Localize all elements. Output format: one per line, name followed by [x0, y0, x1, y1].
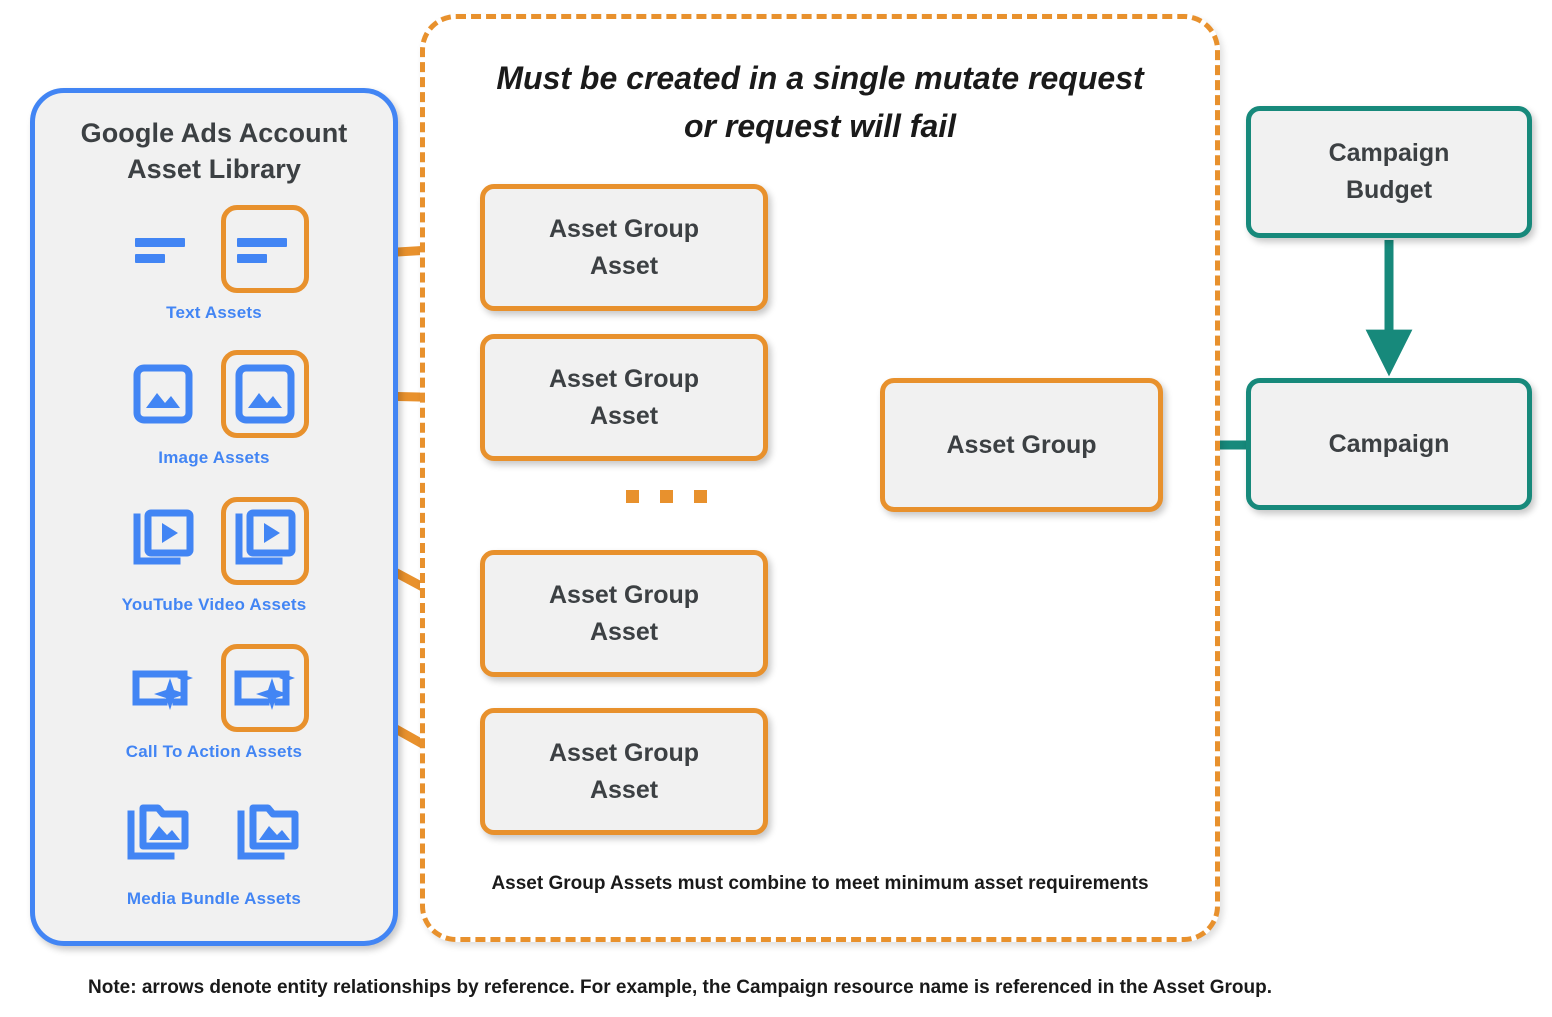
node-asset-group-asset-1[interactable]: Asset Group Asset — [480, 184, 768, 311]
mutate-container-footnote: Asset Group Assets must combine to meet … — [491, 873, 1149, 894]
image-icon-selected[interactable] — [221, 350, 309, 438]
asset-row-video[interactable]: YouTube Video Assets — [35, 493, 393, 615]
ellipsis-dot-3 — [694, 490, 707, 503]
node-asset-group[interactable]: Asset Group — [880, 378, 1163, 512]
campaign-budget-line2: Budget — [1345, 176, 1433, 204]
asset-row-image[interactable]: Image Assets — [35, 346, 393, 468]
asset-caption-image: Image Assets — [158, 448, 270, 467]
node-asset-group-asset-4[interactable]: Asset Group Asset — [480, 708, 768, 835]
aga4-line1: Asset Group — [548, 738, 700, 767]
asset-row-media-bundle[interactable]: Media Bundle Assets — [35, 787, 393, 909]
asset-caption-cta: Call To Action Assets — [125, 742, 303, 761]
node-asset-group-asset-2[interactable]: Asset Group Asset — [480, 334, 768, 461]
node-campaign-budget[interactable]: Campaign Budget — [1246, 106, 1532, 238]
node-asset-group-asset-3[interactable]: Asset Group Asset — [480, 550, 768, 677]
node-campaign[interactable]: Campaign — [1246, 378, 1532, 510]
footer-note: Note: arrows denote entity relationships… — [88, 977, 1272, 998]
asset-caption-media-bundle: Media Bundle Assets — [126, 889, 302, 908]
aga3-line1: Asset Group — [548, 580, 700, 609]
aga1-line1: Asset Group — [548, 214, 700, 243]
call-to-action-sparkle-icon-selected[interactable] — [221, 644, 309, 732]
asset-caption-text: Text Assets — [166, 303, 262, 322]
aga1-line2: Asset — [589, 251, 659, 280]
mutate-container-title: Must be created in a single mutate reque… — [430, 54, 1210, 150]
aga2-line2: Asset — [589, 401, 659, 430]
asset-library-panel: Google Ads Account Asset Library — [30, 88, 398, 946]
aga2-line1: Asset Group — [548, 364, 700, 393]
mutate-title-line2: or request will fail — [683, 108, 957, 144]
media-bundle-folder-icon — [115, 791, 203, 879]
call-to-action-sparkle-icon — [119, 644, 207, 732]
asset-group-label: Asset Group — [946, 430, 1097, 459]
library-title-line2: Asset Library — [127, 154, 301, 184]
ellipsis-dot-1 — [626, 490, 639, 503]
ellipsis-indicator — [626, 490, 707, 503]
campaign-budget-line1: Campaign — [1328, 139, 1450, 167]
library-title-line1: Google Ads Account — [80, 118, 348, 148]
text-lines-icon-selected[interactable] — [221, 205, 309, 293]
video-stack-icon-selected[interactable] — [221, 497, 309, 585]
asset-row-cta[interactable]: Call To Action Assets — [35, 640, 393, 762]
mutate-title-line1: Must be created in a single mutate reque… — [496, 60, 1144, 96]
video-stack-icon — [119, 497, 207, 585]
library-title: Google Ads Account Asset Library — [35, 115, 393, 187]
campaign-label: Campaign — [1328, 429, 1450, 458]
asset-row-text[interactable]: Text Assets — [35, 201, 393, 323]
ellipsis-dot-2 — [660, 490, 673, 503]
media-bundle-folder-icon-2 — [225, 791, 313, 879]
asset-caption-video: YouTube Video Assets — [121, 595, 307, 614]
image-icon — [119, 350, 207, 438]
aga4-line2: Asset — [589, 775, 659, 804]
aga3-line2: Asset — [589, 617, 659, 646]
text-lines-icon — [119, 205, 207, 293]
